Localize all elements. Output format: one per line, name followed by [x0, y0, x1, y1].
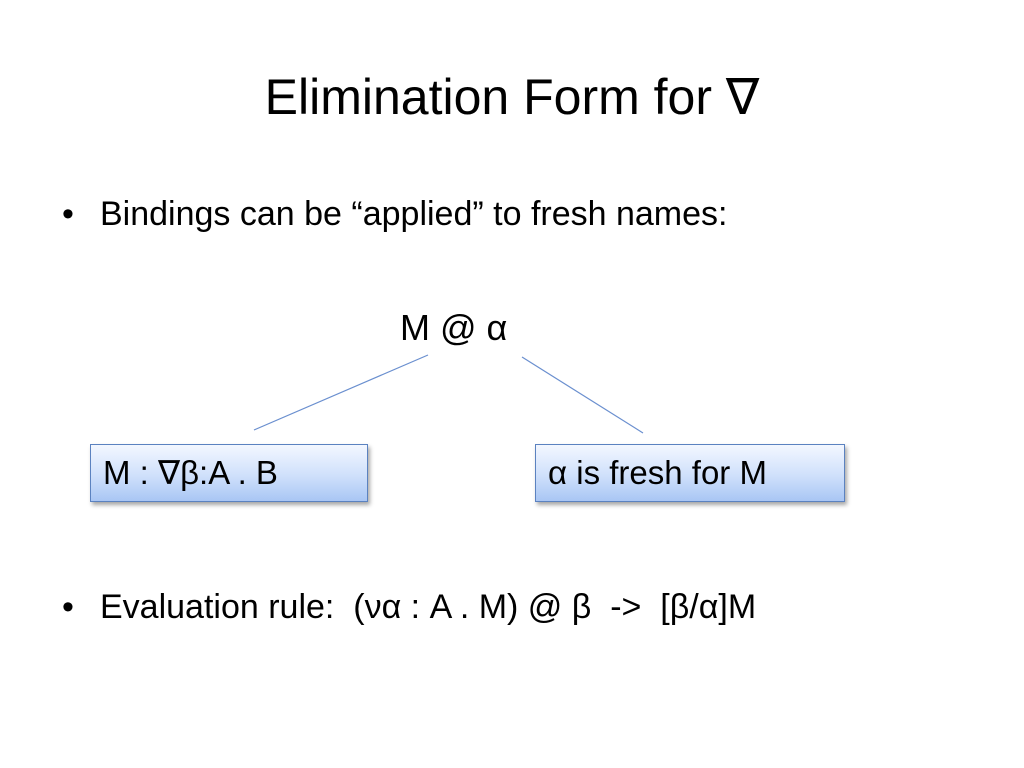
premise-type-box: M : ∇β:A . B	[90, 444, 368, 502]
bullet-marker: •	[62, 588, 74, 626]
bullet-text: Bindings can be “applied” to fresh names…	[100, 195, 728, 233]
slide-title: Elimination Form for ∇	[264, 69, 760, 125]
bullet-text: Evaluation rule: (να : A . M) @ β -> [β/…	[100, 588, 757, 626]
premise-fresh-box: α is fresh for M	[535, 444, 845, 502]
bullet-marker: •	[62, 195, 74, 233]
bullet-evaluation-rule: • Evaluation rule: (να : A . M) @ β -> [β…	[62, 585, 756, 629]
connector-left	[253, 354, 429, 431]
bullet-bindings: • Bindings can be “applied” to fresh name…	[62, 192, 727, 236]
connector-right	[521, 356, 644, 434]
application-expression: M @ α	[400, 307, 508, 348]
